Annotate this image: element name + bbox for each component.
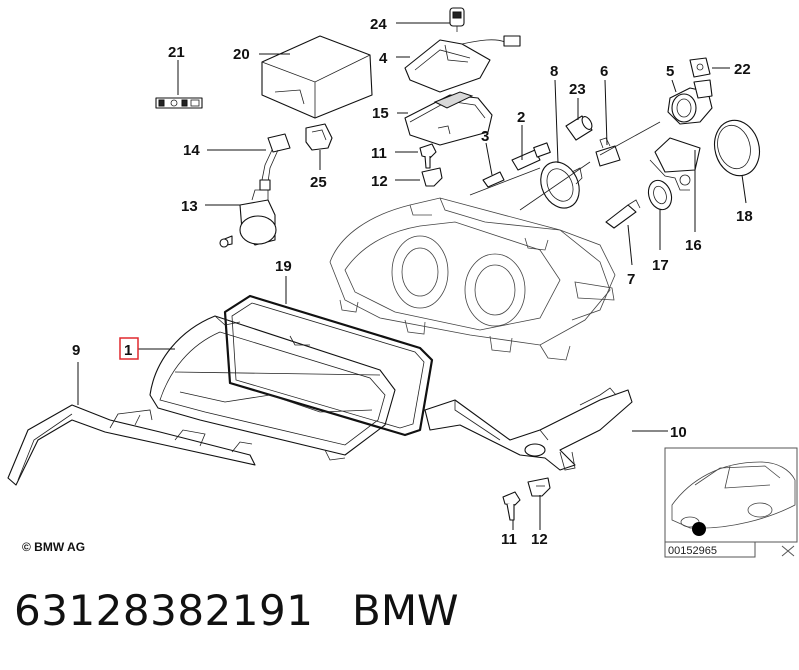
plug <box>305 123 333 151</box>
inset-car-thumbnail: 00152965 <box>664 447 798 558</box>
bolt-lower <box>502 491 521 521</box>
callout-25: 25 <box>310 174 327 191</box>
highlight-box <box>119 337 139 360</box>
cap-ring <box>647 179 673 211</box>
callout-8: 8 <box>550 63 558 80</box>
callout-15: 15 <box>372 105 389 122</box>
socket-small <box>449 7 465 32</box>
bulb-h7 <box>511 142 551 171</box>
callout-11-upper: 11 <box>371 145 387 162</box>
control-unit <box>404 91 493 146</box>
trim-strip <box>7 404 256 486</box>
bolt-upper <box>419 143 437 169</box>
part-number: 63128382191 <box>14 586 314 635</box>
leader-lines <box>77 22 747 530</box>
support-bracket <box>424 387 633 471</box>
leveling-motor <box>219 189 277 248</box>
callout-12-upper: 12 <box>371 173 388 190</box>
callout-10: 10 <box>670 424 687 441</box>
callout-20: 20 <box>233 46 250 63</box>
callout-3: 3 <box>481 128 489 145</box>
callout-18: 18 <box>736 208 753 225</box>
callout-12-lower: 12 <box>531 531 548 548</box>
callout-11-lower: 11 <box>501 531 517 548</box>
label-sticker <box>155 97 203 109</box>
bulb-small <box>482 171 505 188</box>
callout-17: 17 <box>652 257 669 274</box>
callout-9: 9 <box>72 342 80 359</box>
inset-ref-number: 00152965 <box>668 545 717 557</box>
callout-7: 7 <box>627 271 635 288</box>
ballast-cover <box>649 137 701 191</box>
packaging-box <box>261 35 373 119</box>
callout-21: 21 <box>168 44 185 61</box>
callout-6: 6 <box>600 63 608 80</box>
igniter-bracket <box>404 35 521 93</box>
clip-nut-lower <box>527 477 551 497</box>
cylinder-cap <box>565 115 593 141</box>
callout-4: 4 <box>379 50 388 67</box>
brand-name: BMW <box>352 586 459 635</box>
location-marker-dot <box>692 522 706 536</box>
exploded-parts-diagram: 1 19 9 10 11 12 11 12 13 14 25 15 20 21 … <box>7 7 798 558</box>
callout-1: 1 <box>124 342 132 359</box>
headlight-housing <box>329 197 616 361</box>
socket-mini <box>689 57 711 78</box>
socket-large <box>667 79 713 125</box>
headlight-lens <box>149 315 396 461</box>
callout-19: 19 <box>275 258 292 275</box>
copyright-notice: © BMW AG <box>22 540 86 554</box>
callout-23: 23 <box>569 81 586 98</box>
rubber-cover-cap <box>540 161 583 209</box>
clip-nut-upper <box>421 167 443 187</box>
callout-5: 5 <box>666 63 674 80</box>
bulb-socket-base <box>595 137 621 167</box>
dome-cover <box>713 119 761 177</box>
callout-22: 22 <box>734 61 751 78</box>
callout-13: 13 <box>181 198 198 215</box>
xenon-bulb <box>605 199 641 229</box>
gasket-frame <box>223 294 434 437</box>
callout-16: 16 <box>685 237 702 254</box>
connector-wire <box>259 133 291 191</box>
callout-14: 14 <box>183 142 200 159</box>
callout-24: 24 <box>370 16 387 33</box>
inset-corner-mark-icon <box>781 545 795 557</box>
callout-2: 2 <box>517 109 525 126</box>
